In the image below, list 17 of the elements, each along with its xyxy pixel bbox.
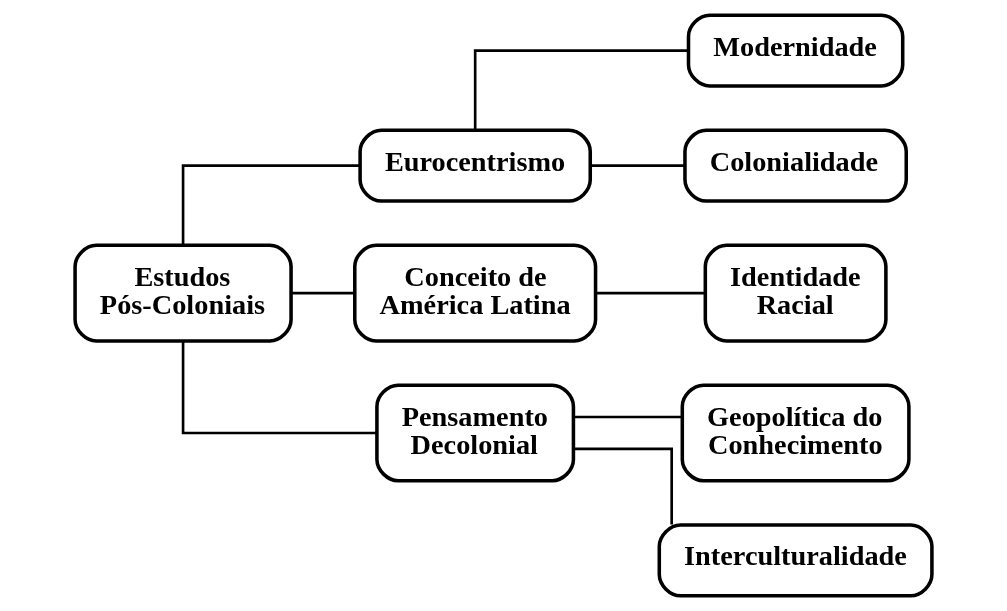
- node-box: Pensamento Decolonial: [375, 383, 576, 483]
- connector: [473, 49, 689, 130]
- node-box: Colonialidade: [683, 128, 908, 203]
- node-box: Modernidade: [686, 13, 905, 88]
- connector: [573, 447, 673, 525]
- node-box: Estudos Pós-Coloniais: [73, 243, 293, 343]
- node-box: Geopolítica do Conhecimento: [680, 383, 911, 483]
- connector: [181, 164, 360, 245]
- node-box: Conceito de América Latina: [353, 243, 598, 343]
- connector: [181, 341, 377, 435]
- node-box: Eurocentrismo: [358, 128, 592, 203]
- node-box: Interculturalidade: [657, 523, 934, 598]
- node-box: Identidade Racial: [703, 243, 888, 343]
- connector: [573, 415, 683, 419]
- connector: [590, 164, 685, 167]
- connector: [595, 291, 705, 295]
- connector: [291, 291, 355, 295]
